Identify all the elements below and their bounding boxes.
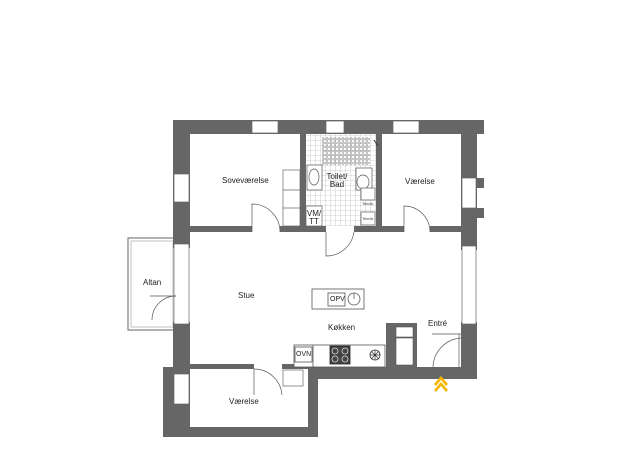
kitchen-island: [311, 288, 365, 310]
room-label-bathroom-line2: Bad: [329, 180, 345, 190]
room-label-living: Stue: [238, 291, 255, 300]
utility-appliances: [305, 205, 323, 227]
sink-icon: [308, 168, 320, 186]
room-label-bathroom: Toilet/ Bad: [324, 172, 350, 190]
room-label-utility: VM/ TT: [305, 209, 323, 227]
closets: [282, 169, 304, 387]
room-label-kitchen: Køkken: [328, 323, 356, 332]
kitchen-counter: [293, 344, 386, 368]
room-label-bedroom-main: Soveværelse: [222, 176, 269, 185]
room-label-bedroom-bottom: Værelse: [229, 397, 259, 406]
room-label-bedroom-right: Værelse: [405, 177, 435, 186]
room-label-utility-line1: VM/: [306, 209, 322, 218]
cooktop-icon: [329, 345, 351, 365]
oven-label: OVN: [296, 351, 312, 358]
doors: [150, 203, 462, 396]
windows: [173, 120, 477, 405]
room-label-entrance: Entré: [428, 319, 448, 328]
extractor-icon: [369, 349, 381, 361]
chevron-up-icon: [434, 376, 448, 392]
cabinet-label-2: Teknik: [362, 216, 374, 221]
dishwasher-label: OPV: [330, 296, 345, 303]
bathroom-fixtures: [306, 139, 379, 226]
cabinet-label-1: Teknik: [362, 201, 374, 206]
room-label-utility-line2: TT: [309, 217, 319, 227]
toilet-icon: [356, 174, 370, 190]
entrance-cabinet: [386, 323, 417, 367]
room-label-balcony: Altan: [143, 278, 162, 287]
room-label-bathroom-line1: Toilet/: [326, 172, 348, 181]
